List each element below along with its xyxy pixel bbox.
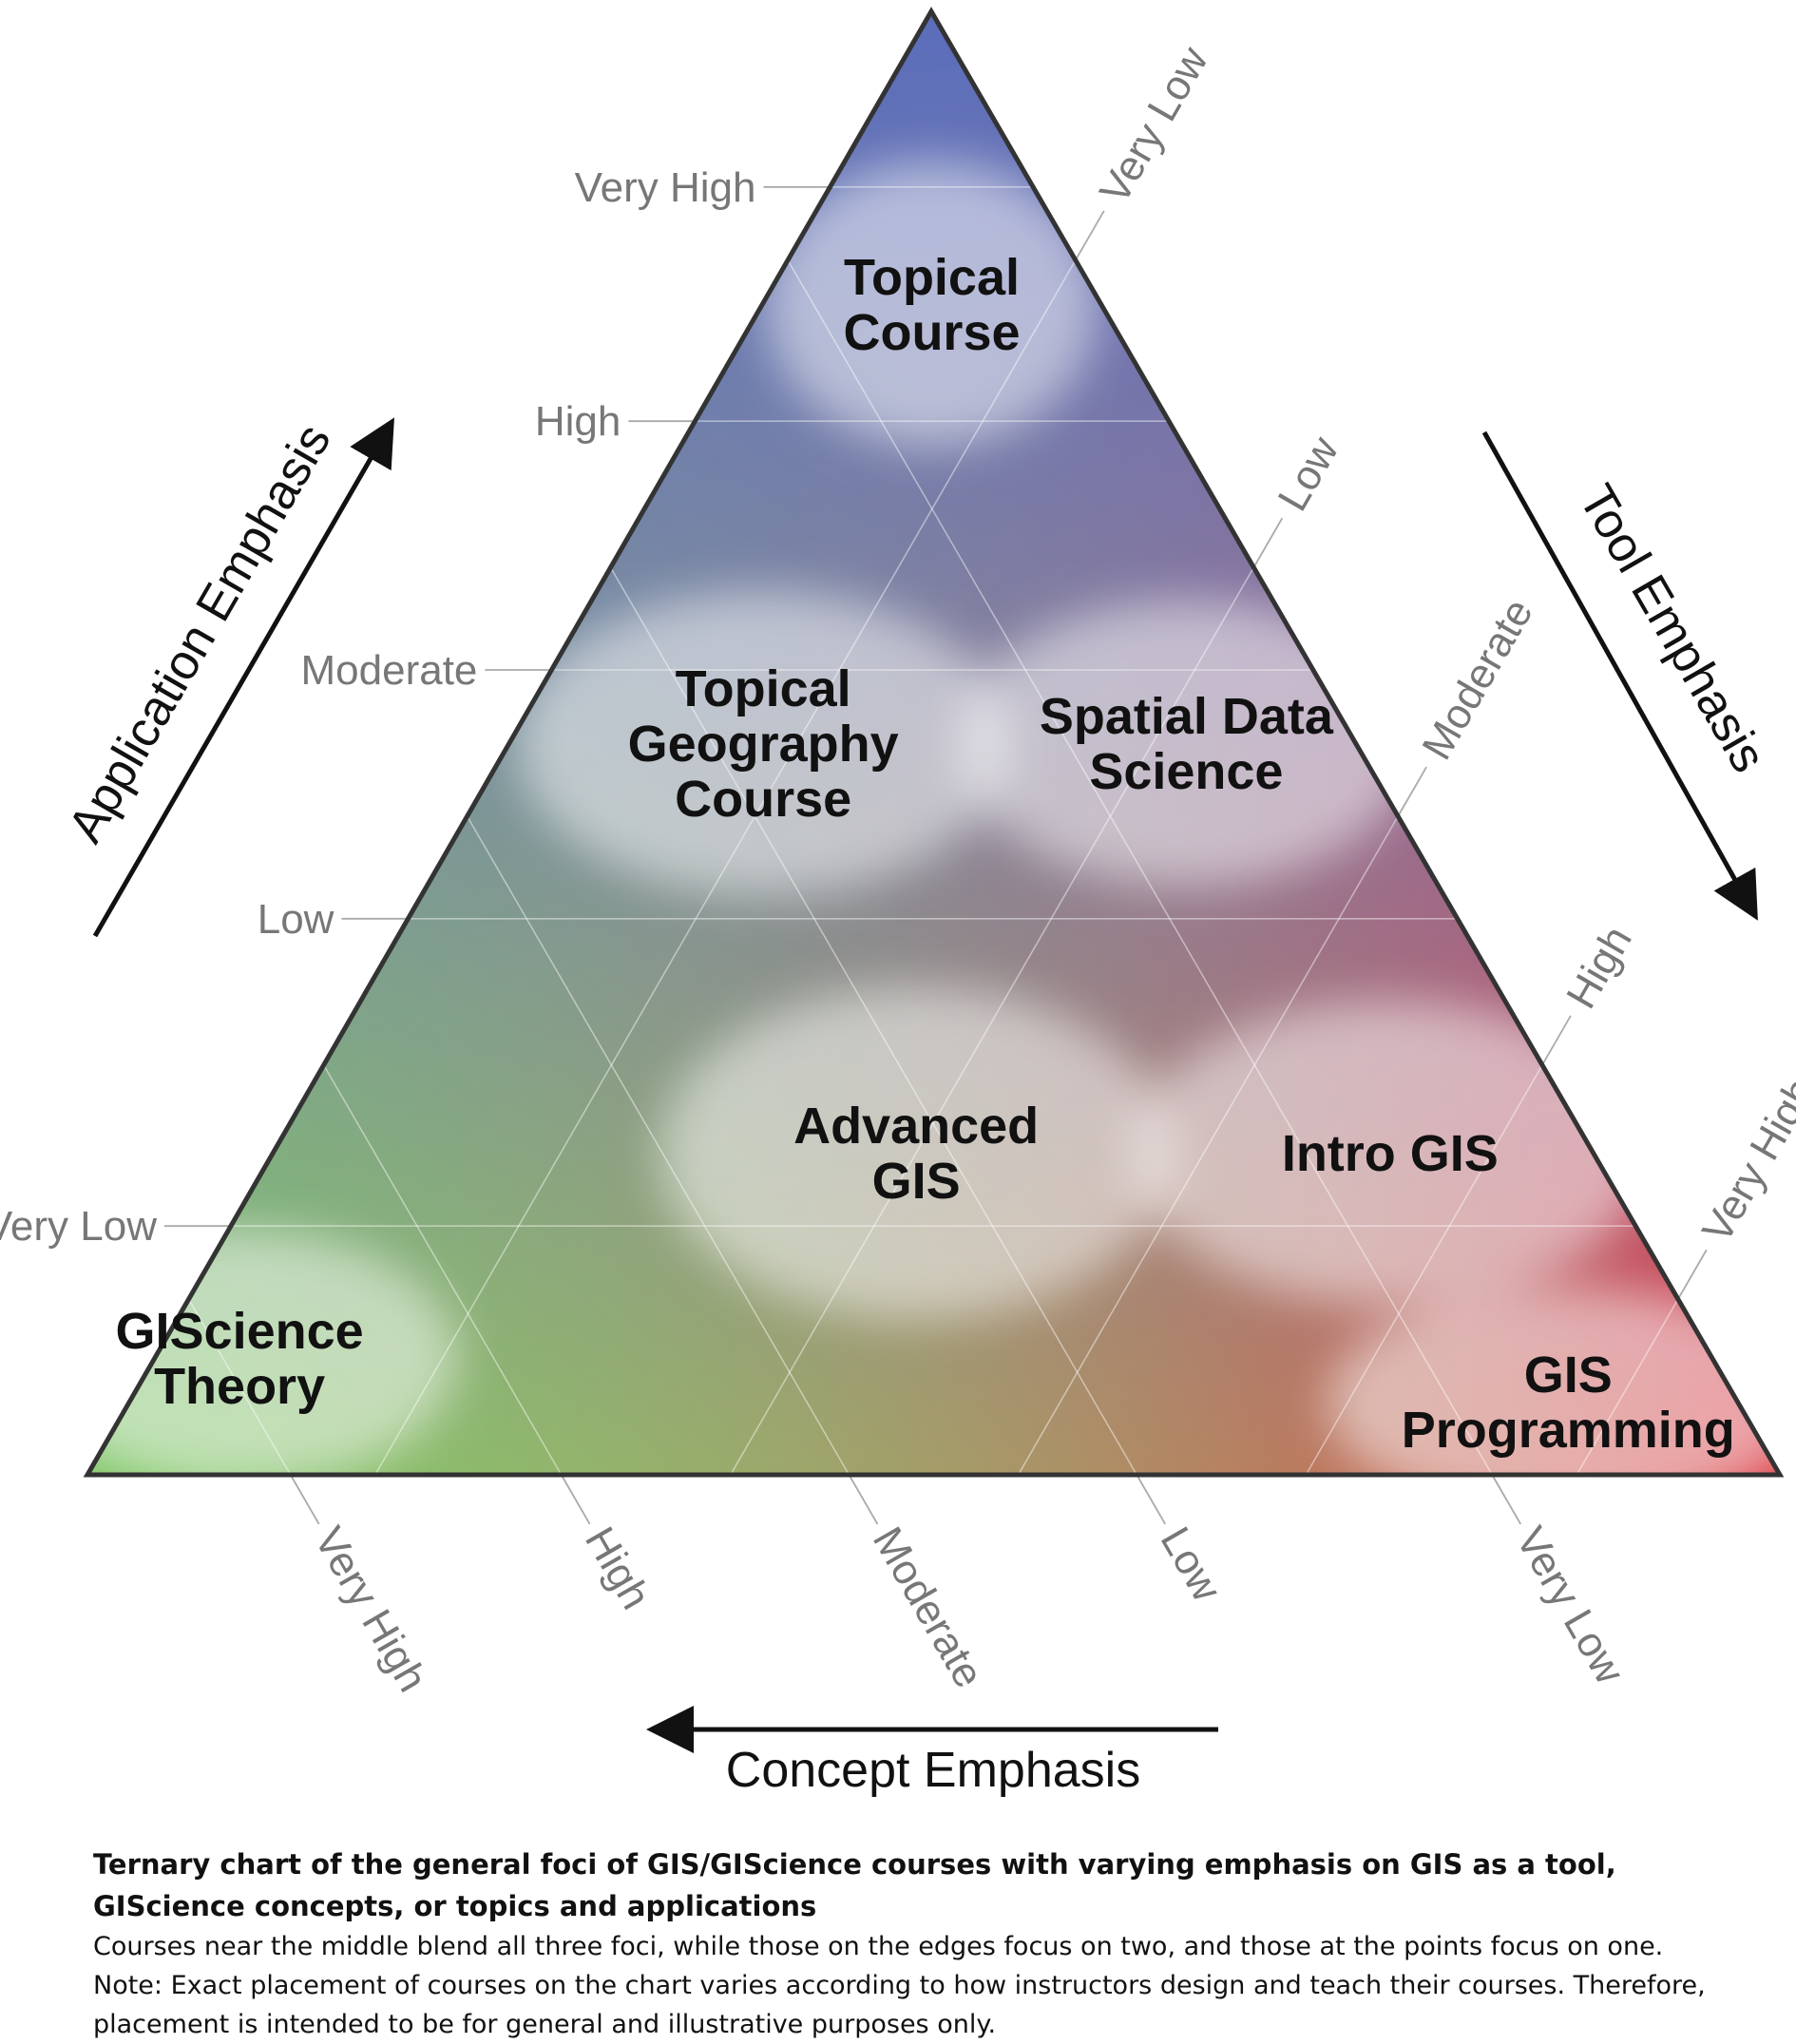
- course-label: Advanced: [793, 1098, 1039, 1155]
- concept-tick-leader: [1491, 1474, 1522, 1525]
- course-label: Course: [843, 304, 1020, 361]
- tick-leader-lines: [163, 185, 1708, 1525]
- concept-tick-label: Very High: [305, 1519, 436, 1700]
- tool-tick-leader: [1075, 210, 1105, 261]
- concept-tick-leader: [289, 1474, 320, 1525]
- tool-tick-leader: [1252, 517, 1284, 568]
- course-label: Intro GIS: [1282, 1125, 1499, 1182]
- course-label: GIS: [872, 1153, 961, 1210]
- application-axis-label: Application Emphasis: [58, 415, 342, 852]
- application-tick-label: Low: [258, 896, 334, 943]
- course-label: Geography: [628, 716, 899, 773]
- application-tick-label: Very High: [575, 164, 756, 211]
- grid-line-tool: [374, 259, 1077, 1476]
- course-blob: [1326, 1288, 1780, 1475]
- ternary-grid: [187, 186, 1679, 1476]
- grid-line-concept: [187, 1298, 292, 1476]
- caption-title: Ternary chart of the general foci of GIS…: [93, 1848, 1616, 1922]
- course-label: GIS: [1524, 1347, 1613, 1404]
- grid-line-concept: [322, 1064, 563, 1476]
- concept-tick-label: Very Low: [1507, 1519, 1634, 1691]
- tool-tick-label: High: [1557, 919, 1641, 1017]
- course-labels: TopicalCourseTopicalGeographyCourseSpati…: [116, 249, 1735, 1459]
- course-label: Science: [1089, 743, 1283, 800]
- application-tick-label: Very Low: [0, 1203, 157, 1250]
- concept-tick-label: Low: [1152, 1519, 1231, 1610]
- tool-tick-leader: [1541, 1015, 1572, 1066]
- tool-tick-leader: [1677, 1249, 1708, 1300]
- concept-tick-label: High: [576, 1519, 659, 1617]
- grid-line-tool: [1576, 1298, 1679, 1476]
- grid-line-tool: [1305, 1064, 1543, 1476]
- concept-axis-title: Concept Emphasis: [646, 1706, 1218, 1798]
- course-label: Topical: [676, 660, 851, 717]
- caption-body: Courses near the middle blend all three …: [93, 1932, 1706, 2039]
- grid-line-concept: [466, 815, 850, 1476]
- tool-tick-label: Moderate: [1413, 591, 1541, 767]
- application-axis-arrow: [92, 417, 394, 938]
- tool-axis-label: Tool Emphasis: [1568, 476, 1776, 782]
- concept-tick-leader: [560, 1474, 591, 1525]
- tool-axis-title: Tool Emphasis: [1481, 430, 1776, 921]
- tool-tick-label: Very High: [1693, 1070, 1796, 1251]
- course-blob: [1133, 1001, 1647, 1306]
- grid-line-concept: [609, 566, 1137, 1476]
- course-blob: [659, 986, 1174, 1320]
- course-label: Topical: [844, 249, 1020, 306]
- concept-tick-leader: [848, 1474, 879, 1525]
- course-label: GIScience: [116, 1303, 364, 1360]
- grid-line-concept: [787, 259, 1493, 1476]
- triangle-outline: [83, 7, 1785, 1478]
- course-blob: [765, 162, 1099, 447]
- tool-tick-label: Low: [1270, 429, 1348, 519]
- course-label: Theory: [154, 1358, 325, 1415]
- concept-tick-leader: [1136, 1474, 1166, 1525]
- application-tick-label: Moderate: [301, 647, 478, 694]
- application-tick-label: High: [535, 398, 621, 445]
- course-label: Programming: [1402, 1402, 1735, 1459]
- concept-axis-label: Concept Emphasis: [726, 1743, 1140, 1798]
- grid-line-tool: [730, 566, 1255, 1476]
- concept-tick-label: Moderate: [864, 1519, 992, 1695]
- tool-tick-label: Very Low: [1091, 39, 1217, 211]
- course-label: Course: [675, 771, 851, 828]
- grid-line-tool: [1017, 815, 1399, 1476]
- tool-tick-leader: [1397, 766, 1427, 817]
- concept-tick-labels: Very High High Moderate Low Very Low: [305, 1519, 1634, 1700]
- course-label: Spatial Data: [1040, 688, 1334, 745]
- figure-caption: Ternary chart of the general foci of GIS…: [93, 1843, 1728, 2044]
- course-blob: [516, 591, 1011, 895]
- course-blob: [958, 601, 1415, 886]
- tool-axis-arrow: [1481, 430, 1758, 921]
